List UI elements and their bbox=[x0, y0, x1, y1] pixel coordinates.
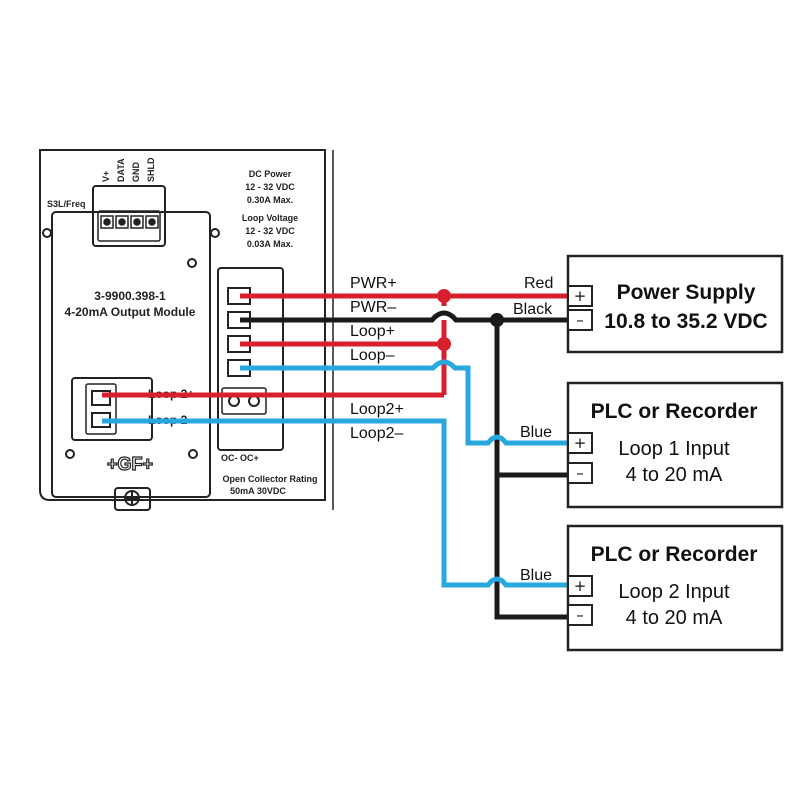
power-supply-plus-terminal[interactable] bbox=[567, 285, 593, 307]
wire-label-loop-minus: Loop– bbox=[350, 347, 395, 364]
part-number: 3-9900.398-1 bbox=[94, 289, 166, 303]
oc-terminal-labels: OC- OC+ bbox=[221, 453, 259, 463]
oc-rating-value: 50mA 30VDC bbox=[230, 486, 286, 496]
minus-sign: – bbox=[576, 606, 584, 624]
wire-blue-loop2-minus bbox=[102, 418, 568, 588]
wire-black-bus bbox=[494, 317, 568, 620]
pin-label-shld: SHLD bbox=[146, 157, 156, 182]
plus-sign: + bbox=[574, 434, 587, 452]
wire-label-black: Black bbox=[513, 301, 553, 318]
plc-loop1-title: PLC or Recorder bbox=[591, 400, 758, 423]
wire-black-pwr-minus bbox=[240, 310, 497, 323]
dc-power-max: 0.30A Max. bbox=[247, 195, 293, 205]
dc-power-range: 12 - 32 VDC bbox=[245, 182, 295, 192]
terminal-screw bbox=[118, 218, 126, 226]
mount-hole bbox=[65, 449, 75, 459]
wire-blue-loop-minus bbox=[240, 359, 568, 446]
input-terminals bbox=[100, 215, 159, 229]
mount-hole bbox=[187, 258, 197, 268]
junction-black bbox=[490, 313, 504, 327]
terminal-screw bbox=[103, 218, 111, 226]
plus-sign: + bbox=[574, 577, 587, 595]
oc-rating-title: Open Collector Rating bbox=[222, 474, 317, 484]
plc-loop2-input: Loop 2 Input bbox=[618, 581, 730, 603]
loop2-connector-block bbox=[85, 383, 117, 435]
input-header-label: S3L/Freq bbox=[47, 199, 86, 209]
loop-voltage-title: Loop Voltage bbox=[242, 213, 298, 223]
plus-sign: + bbox=[574, 287, 587, 305]
plc-loop1-minus-terminal[interactable] bbox=[567, 462, 593, 484]
plc-loop2-range: 4 to 20 mA bbox=[626, 607, 723, 629]
input-connector-block bbox=[97, 210, 161, 242]
mount-hole bbox=[188, 449, 198, 459]
plc-loop2-box: + – PLC or Recorder Loop 2 Input 4 to 20… bbox=[566, 524, 784, 652]
bottom-screw bbox=[124, 490, 140, 506]
wire-label-pwr-plus: PWR+ bbox=[350, 275, 397, 292]
power-supply-title: Power Supply bbox=[617, 281, 756, 304]
power-terminal-housing bbox=[217, 267, 284, 451]
plc-loop2-plus-terminal[interactable] bbox=[567, 575, 593, 597]
mount-hole bbox=[210, 228, 220, 238]
wire-label-loop2-minus: Loop2– bbox=[350, 425, 403, 442]
terminal-screw bbox=[133, 218, 141, 226]
plc-loop1-input: Loop 1 Input bbox=[618, 438, 730, 460]
wire-label-pwr-minus: PWR– bbox=[350, 299, 396, 316]
loop-voltage-max: 0.03A Max. bbox=[247, 239, 293, 249]
power-supply-minus-terminal[interactable] bbox=[567, 309, 593, 331]
wire-label-loop2-plus: Loop2+ bbox=[350, 401, 404, 418]
power-supply-subtitle: 10.8 to 35.2 VDC bbox=[604, 310, 767, 333]
junction-red-top bbox=[437, 289, 451, 303]
input-connector-housing bbox=[92, 185, 166, 247]
module-name: 4-20mA Output Module bbox=[65, 305, 196, 319]
minus-sign: – bbox=[576, 464, 584, 482]
dc-power-title: DC Power bbox=[249, 169, 292, 179]
power-supply-box: + – Power Supply 10.8 to 35.2 VDC bbox=[566, 254, 784, 354]
power-supply-outline bbox=[566, 254, 784, 354]
loop-voltage-range: 12 - 32 VDC bbox=[245, 226, 295, 236]
wire-label-blue-loop2: Blue bbox=[520, 567, 552, 584]
module-housing bbox=[39, 149, 326, 501]
plc-loop1-plus-terminal[interactable] bbox=[567, 432, 593, 454]
junction-red-loop-plus bbox=[437, 337, 451, 351]
terminal-screw bbox=[148, 218, 156, 226]
gf-logo: +GF+ bbox=[107, 454, 153, 474]
minus-sign: – bbox=[576, 311, 584, 329]
loop2-connector-housing bbox=[71, 377, 153, 441]
power-terminals bbox=[227, 287, 251, 377]
pin-label-data: DATA bbox=[116, 158, 126, 182]
plc-loop1-range: 4 to 20 mA bbox=[626, 464, 723, 486]
wire-label-loop-plus: Loop+ bbox=[350, 323, 395, 340]
plc-loop1-box: + – PLC or Recorder Loop 1 Input 4 to 20… bbox=[566, 381, 784, 509]
wire-label-red: Red bbox=[524, 275, 553, 292]
plc-loop1-outline bbox=[566, 381, 784, 509]
plc-loop2-outline bbox=[566, 524, 784, 652]
pin-label-gnd: GND bbox=[131, 162, 141, 183]
pin-label-v-plus: V+ bbox=[101, 171, 111, 182]
mount-hole bbox=[42, 228, 52, 238]
bottom-screw-mount bbox=[114, 487, 151, 511]
oc-connector-block bbox=[221, 387, 267, 415]
plc-loop2-minus-terminal[interactable] bbox=[567, 604, 593, 626]
output-module bbox=[39, 149, 334, 511]
plc-loop2-title: PLC or Recorder bbox=[591, 543, 758, 566]
wire-label-blue-loop1: Blue bbox=[520, 424, 552, 441]
